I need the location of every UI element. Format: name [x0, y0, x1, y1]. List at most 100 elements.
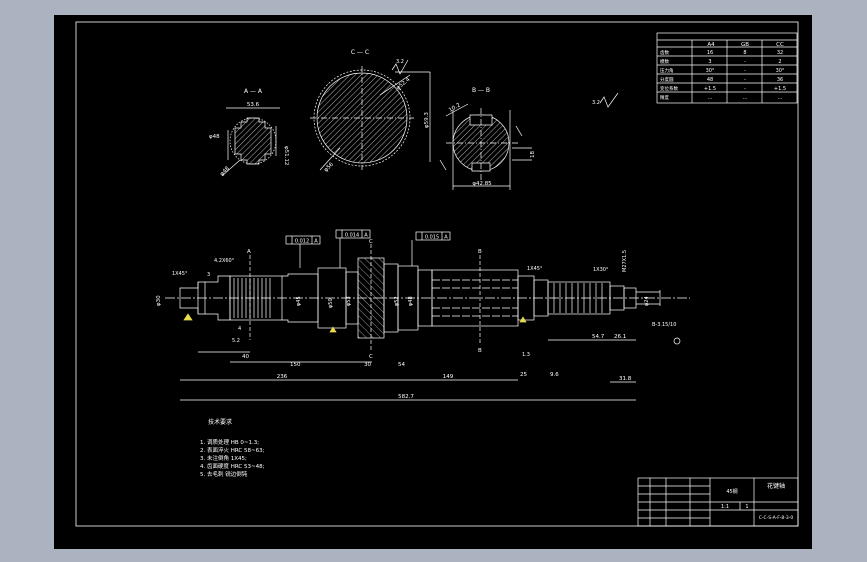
dim-seg-40: 40 — [242, 354, 249, 360]
dim-right-length: 149 — [443, 374, 454, 380]
title-block-drawing-no: C-C-S-A-F-8-3-0 — [759, 515, 794, 521]
param-cell: 30° — [706, 68, 715, 74]
section-bb-title: B — B — [472, 87, 490, 94]
dim-seg-5-2: 5.2 — [232, 338, 240, 344]
param-cell: ... — [778, 95, 783, 101]
dim-seg-30: 30 — [364, 362, 371, 368]
param-cell: +1.5 — [704, 86, 716, 92]
section-aa-dim-top: 53.6 — [247, 102, 260, 108]
tolerance-datum-2: A — [364, 233, 368, 239]
param-row-label: 变位系数 — [660, 85, 678, 92]
section-bb-dim-top: 10.2 — [448, 102, 462, 113]
tolerance-value-1: 0.012 — [295, 239, 309, 245]
title-block-sheet: 1 — [745, 504, 748, 510]
dim-chamfer-2: 4.2X60° — [214, 258, 235, 264]
section-mark-b-bottom: B — [478, 348, 482, 354]
param-table: A4 GB CC 齿数 16 8 32 模数 3 - 2 压力角 30° - 3… — [656, 32, 798, 104]
dim-chamfer-4: 1X30° — [593, 267, 609, 273]
section-aa-title: A — A — [244, 88, 263, 95]
dim-seg-4: 4 — [238, 326, 241, 332]
notes-item: 1. 调质处理 HB 0~1.3; — [200, 438, 259, 446]
tolerance-datum-1: A — [314, 239, 318, 245]
param-cell: ... — [743, 95, 748, 101]
title-block-scale: 1:1 — [721, 504, 729, 510]
tolerance-value-3: 0.015 — [425, 235, 439, 241]
title-block-material: 45钢 — [726, 488, 737, 495]
tolerance-frame-1: 0.012 A — [285, 235, 321, 268]
tech-notes: 技术要求 1. 调质处理 HB 0~1.3; 2. 表面淬火 HRC 58~63… — [200, 418, 265, 478]
param-cell: 32 — [777, 50, 783, 56]
dim-seg-3: 3 — [207, 272, 210, 278]
tolerance-datum-3: A — [444, 235, 448, 241]
param-row-label: 精度 — [660, 94, 669, 101]
param-col-gb: GB — [741, 42, 749, 48]
section-mark-b-top: B — [478, 249, 482, 255]
param-cell: 8 — [743, 50, 746, 56]
drawing-frame — [75, 21, 799, 527]
dim-left-length: 236 — [277, 374, 288, 380]
title-block-name: 花键轴 — [767, 482, 785, 490]
title-block: 45钢 花键轴 1:1 1 C-C-S-A-F-8-3-0 — [637, 477, 799, 527]
dim-total-length: 582.7 — [398, 394, 414, 400]
dim-seg-9-6: 9.6 — [550, 372, 559, 378]
section-mark-c-bottom: C — [369, 354, 373, 360]
dim-seg-150: 150 — [290, 362, 301, 368]
dim-d-left: φ30 — [156, 295, 162, 306]
param-col-a4: A4 — [707, 42, 715, 48]
dim-d5: φ48 — [408, 296, 414, 306]
param-col-cc: CC — [776, 42, 784, 48]
dim-d2: φ50 — [328, 298, 334, 308]
spline-teeth-right — [553, 283, 603, 313]
section-bb-dim-bottom: φ42.85 — [472, 181, 492, 187]
param-cell: 30° — [776, 68, 785, 74]
param-cell: +1.5 — [774, 86, 786, 92]
notes-item: 3. 未注倒角 1X45; — [200, 454, 247, 462]
notes-title: 技术要求 — [208, 418, 232, 426]
shaft-view: A C C B B 0.012 A 0.014 A — [156, 229, 690, 401]
notes-item: 5. 去毛刺 锐边倒钝 — [200, 470, 248, 478]
param-cell: - — [744, 77, 746, 83]
section-mark-c-top: C — [369, 239, 373, 245]
dim-seg-54-7: 54.7 — [592, 334, 605, 340]
param-row-label: 模数 — [660, 58, 669, 65]
roughness-symbol: 3.2 — [592, 92, 619, 108]
param-cell: 36 — [777, 77, 783, 83]
param-cell: 3 — [708, 59, 711, 65]
roughness-symbol-text: 3.2 — [592, 100, 600, 106]
tolerance-frame-3: 0.015 A — [411, 231, 451, 266]
tolerance-value-2: 0.014 — [345, 233, 359, 239]
section-cc-dim-right: φ59.3 — [424, 112, 430, 128]
param-cell: 16 — [707, 50, 713, 56]
param-cell: - — [744, 59, 746, 65]
param-cell: - — [744, 68, 746, 74]
datum-marker — [329, 326, 337, 333]
dim-seg-54: 54 — [398, 362, 405, 368]
param-cell: 2 — [778, 59, 781, 65]
dim-chamfer-1: 1X45° — [172, 271, 188, 277]
param-cell: - — [744, 86, 746, 92]
dim-d4: φ52 — [394, 296, 400, 306]
section-aa-dim-left: φ48 — [209, 134, 220, 140]
dim-seg-31-8: 31.8 — [619, 376, 632, 382]
section-bb-dim-right: 18 — [530, 151, 536, 158]
section-cc-title: C — C — [351, 49, 369, 56]
param-row-label: 压力角 — [660, 67, 674, 74]
dim-chamfer-3: 1X45° — [527, 266, 543, 272]
notes-item: 4. 齿面硬度 HRC 53~48; — [200, 462, 265, 470]
dim-seg-26-1: 26.1 — [614, 334, 626, 340]
paper-sheet — [54, 15, 812, 549]
param-cell: 48 — [707, 77, 713, 83]
notes-item: 2. 表面淬火 HRC 58~63; — [200, 446, 265, 454]
param-row-label: 齿数 — [660, 49, 669, 56]
section-aa-dim-right: φ51.12 — [283, 146, 289, 165]
tolerance-frame-2: 0.014 A — [335, 229, 371, 268]
dim-d-right: φ24 — [644, 296, 650, 306]
section-mark-a: A — [247, 249, 251, 255]
param-cell: ... — [708, 95, 713, 101]
section-b-b: B — B φ42.85 10.2 18 — [439, 87, 536, 190]
param-row-label: 分度圆 — [660, 76, 674, 83]
dim-seg-1-3: 1.3 — [522, 352, 530, 358]
section-c-c: C — C φ52.4 φ59.3 φ56 3.2 — [310, 49, 431, 173]
dim-d1: φ45 — [296, 296, 302, 306]
